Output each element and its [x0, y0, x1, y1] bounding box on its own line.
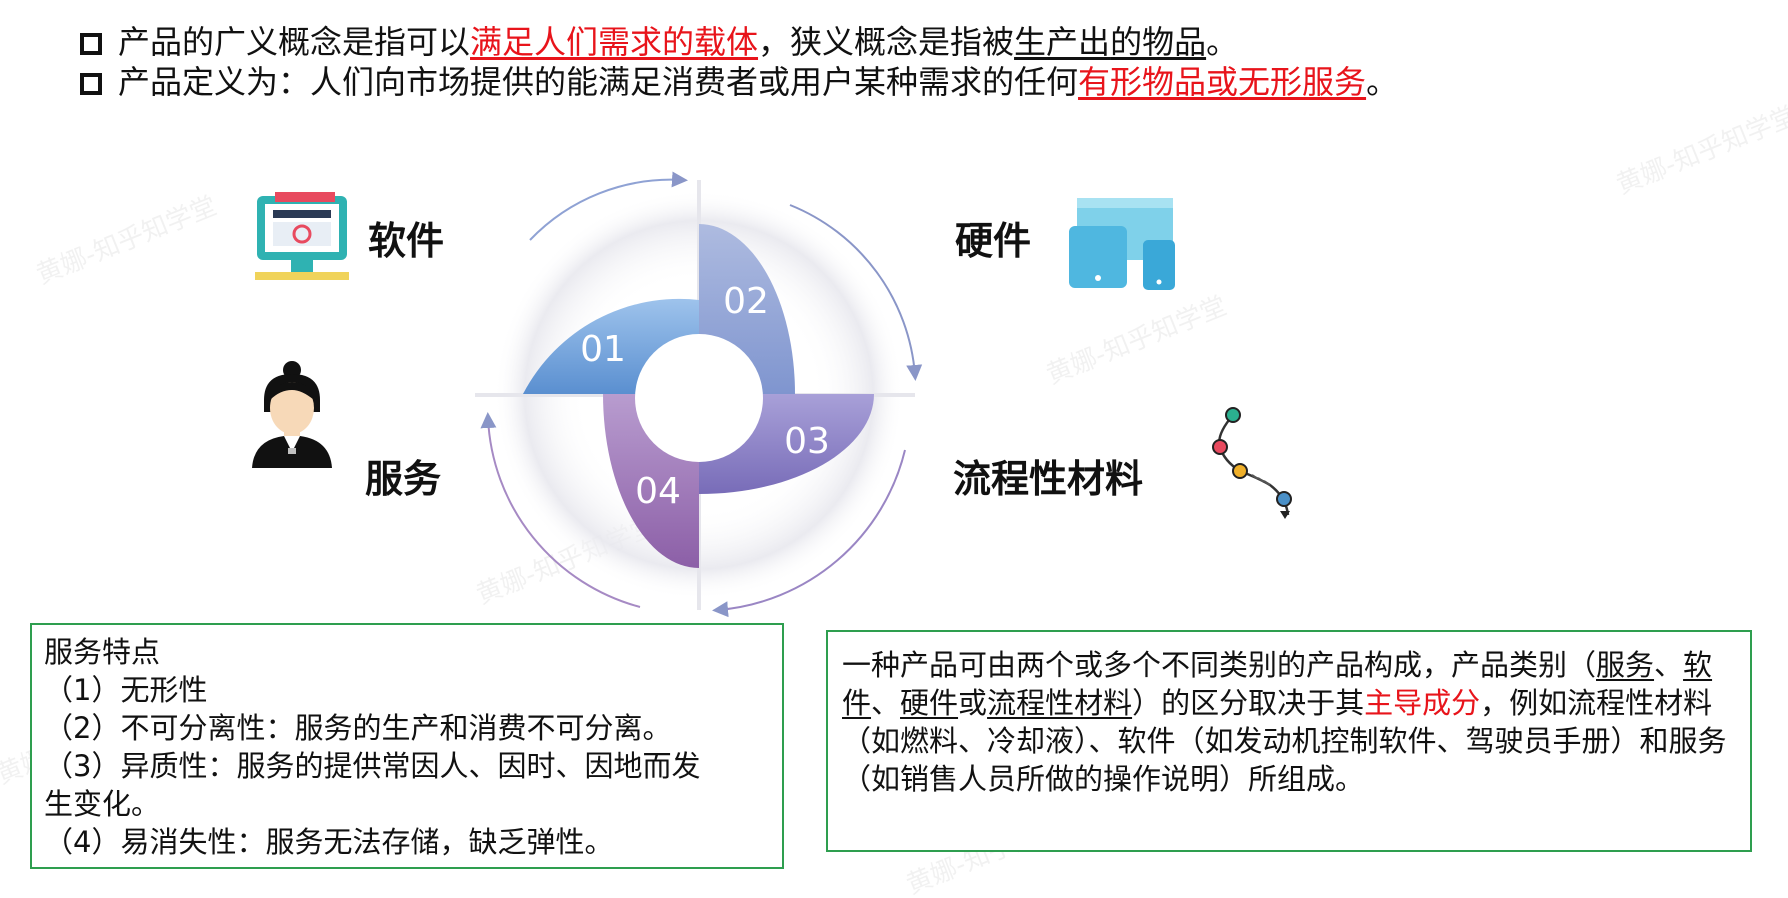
segment-label: 04 [635, 471, 681, 512]
highlight-text: 有形物品 [1078, 63, 1207, 101]
definition-line-1: 产品的广义概念是指可以满足人们需求的载体，狭义概念是指被生产出的物品。 [80, 22, 1238, 62]
text: 一种产品可由两个或多个不同类别的产品构成，产品类别（ [842, 648, 1597, 682]
list-item: （2）不可分离性：服务的生产和消费不可分离。 [44, 711, 672, 745]
category-software: 软件 [368, 219, 445, 263]
highlight-text: 满足人们需求的载体 [470, 23, 759, 61]
watermark: 黄娜-知乎知学堂 [1042, 291, 1231, 391]
product-composition-box: 一种产品可由两个或多个不同类别的产品构成，产品类别（服务、软件、硬件或流程性材料… [826, 630, 1752, 852]
text: 产品的广义概念是指可以 [118, 23, 471, 61]
list-item: 生变化。 [44, 787, 161, 821]
text: ）的区分取决于其 [1132, 686, 1365, 720]
underlined-text: 流程性材料 [987, 686, 1133, 720]
list-item: （3）异质性：服务的提供常因人、因时、因地而发 [44, 749, 701, 783]
service-person-icon [252, 361, 332, 468]
underlined-text: 的物品 [1110, 23, 1207, 61]
underlined-text: 软件 [842, 648, 1713, 720]
text: 。 [1206, 23, 1239, 61]
highlight-text: 或 [1206, 63, 1239, 101]
text: 或 [958, 686, 988, 720]
bullet-square-icon [80, 73, 102, 95]
cycle-arrow [480, 412, 641, 608]
cycle-arrow [712, 449, 906, 618]
segment-label: 02 [723, 281, 769, 322]
text: 。 [1366, 63, 1399, 101]
text: 、 [1654, 648, 1684, 682]
text: ，狭义概念是指被 [758, 23, 1015, 61]
list-item: （4）易消失性：服务无法存储，缺乏弹性。 [44, 825, 614, 859]
underlined-text: 硬件 [900, 686, 959, 720]
bullet-square-icon [80, 33, 102, 55]
underlined-text: 生产出 [1014, 23, 1111, 61]
category-service: 服务 [365, 457, 442, 501]
cycle-arrow [529, 171, 688, 241]
watermark: 黄娜-知乎知学堂 [32, 191, 221, 291]
software-monitor-icon [255, 192, 349, 280]
text: 产品定义为：人们向市场提供的能满足消费者或用户某种需求的任何 [118, 63, 1079, 101]
box-title: 服务特点 [44, 635, 161, 669]
definition-line-2: 产品定义为：人们向市场提供的能满足消费者或用户某种需求的任何有形物品或无形服务。 [80, 62, 1398, 102]
highlight-text: 无形服务 [1238, 63, 1367, 101]
pinwheel-diagram: 01 02 03 04 [475, 171, 923, 618]
segment-label: 01 [580, 329, 626, 370]
hardware-devices-icon [1069, 198, 1175, 290]
underlined-text: 服务 [1596, 648, 1655, 682]
watermark: 黄娜-知乎知学堂 [1612, 101, 1788, 201]
cycle-arrow [789, 204, 923, 381]
segment-label: 03 [784, 421, 830, 462]
text: ，例如流程性材料（如燃料、冷却液）、软件（如发动机控制软件、驾驶员手册）和服务（… [842, 686, 1727, 796]
service-features-box: 服务特点 （1）无形性 （2）不可分离性：服务的生产和消费不可分离。 （3）异质… [30, 623, 784, 869]
process-path-icon [1212, 407, 1292, 519]
category-process-material: 流程性材料 [953, 457, 1144, 501]
text: 、 [871, 686, 901, 720]
center-circle [635, 334, 763, 462]
category-hardware: 硬件 [955, 219, 1032, 263]
highlight-text: 主导成分 [1364, 686, 1481, 720]
list-item: （1）无形性 [44, 673, 208, 707]
